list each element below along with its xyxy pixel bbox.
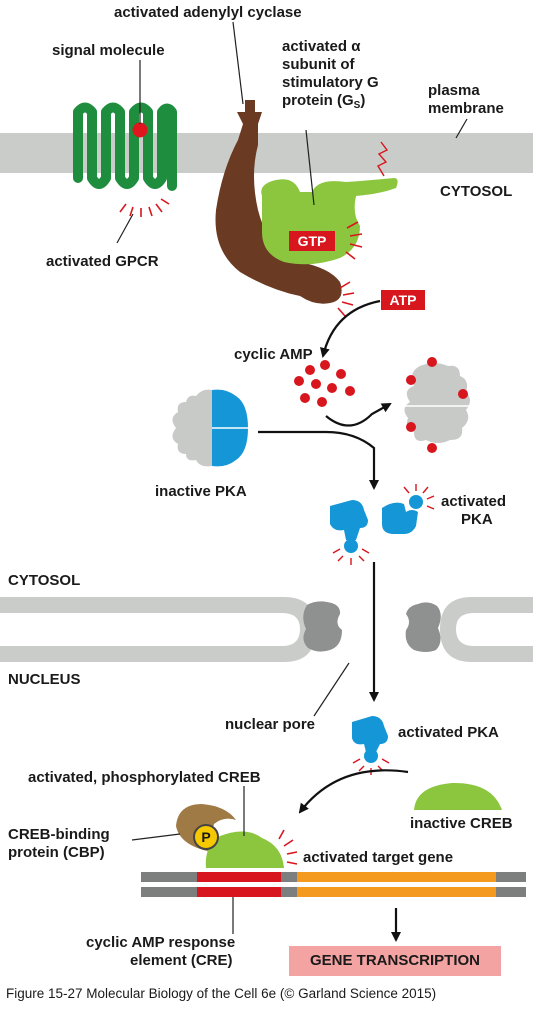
label-activated-alpha-3: stimulatory G [282,74,379,91]
label-activated-phosphorylated-creb: activated, phosphorylated CREB [28,769,261,786]
activated-pka-left-bud [344,539,358,553]
label-activated-gpcr: activated GPCR [46,253,159,270]
label-activated-alpha-end: ) [360,92,366,109]
label-activated-alpha-4-text: protein (G [282,92,354,109]
atp-tag: ATP [381,290,425,310]
label-cytosol-mid: CYTOSOL [8,572,81,589]
creb-activation-arrow [298,769,409,814]
g-alpha-spikes [345,221,363,260]
cyclase-activation-spikes [337,281,355,317]
label-nuclear-pore: nuclear pore [225,716,316,733]
label-activated-pka-nucleus: activated PKA [398,724,499,741]
camp-cluster [294,360,355,407]
figure-caption: Figure 15-27 Molecular Biology of the Ce… [6,986,437,1001]
label-signal-molecule: signal molecule [52,42,165,59]
pka-activation-arrow [258,430,379,490]
label-inactive-pka: inactive PKA [155,483,247,500]
label-nucleus: NUCLEUS [8,671,81,688]
label-membrane: membrane [428,100,504,117]
nucleus-pka [352,716,388,752]
signal-molecule-dot [132,122,148,138]
adenylyl-cyclase [215,112,342,304]
phosphate-badge: P [193,824,219,850]
label-activated-pka-right-1: activated [441,493,507,510]
label-activated-alpha-1: activated α [282,38,361,55]
activated-creb-spikes [278,829,298,865]
bound-camp [406,357,468,453]
nuclear-pore-leader [313,662,350,717]
pka-regulatory-released [404,363,470,443]
regulatory-release-arrow [325,403,392,427]
g-alpha-anchor [377,141,389,177]
target-gene [297,872,496,882]
dna-strands [141,872,526,897]
gtp-tag: GTP [289,231,335,251]
label-cbp-1: CREB-binding [8,826,110,843]
label-cbp-2: protein (CBP) [8,844,105,861]
label-activated-alpha-2: subunit of [282,56,355,73]
pore-complex-left [303,601,342,652]
creb-label-leaders [131,786,245,841]
gpcr-receptor [73,102,177,191]
label-inactive-creb: inactive CREB [410,815,513,832]
label-plasma: plasma [428,82,480,99]
label-activated-target-gene: activated target gene [303,849,454,866]
cre-element [197,872,281,882]
label-activated-alpha-4: protein (GS) [282,92,365,115]
activated-pka-right [382,502,418,534]
nuclear-envelope-right [440,597,533,662]
label-activated-alpha-sub: S [353,100,361,111]
pka-regulatory-inactive [172,389,212,467]
activated-pka-left-spikes [332,548,370,565]
activated-pka-left [330,500,368,540]
nucleus-pka-bud [364,749,378,763]
gene-transcription-box: GENE TRANSCRIPTION [289,946,501,976]
activated-pka-right-spikes [403,484,435,510]
top-leader-lines [116,21,468,244]
atp-to-camp-arrow [320,299,381,358]
nuclear-envelope-left [0,597,316,662]
label-cre-1: cyclic AMP response [86,934,236,951]
inactive-creb [414,782,502,810]
label-cytosol-top: CYTOSOL [440,183,513,200]
gpcr-activation-spikes [119,198,170,217]
g-alpha-subunit [261,178,398,265]
label-cre-2: element (CRE) [130,952,233,969]
label-activated-pka-right-2: PKA [461,511,493,528]
activated-creb [205,831,284,868]
label-activated-adenylyl-cyclase: activated adenylyl cyclase [114,4,302,21]
label-cyclic-amp: cyclic AMP [234,346,313,363]
activated-pka-right-bud [409,495,423,509]
pore-complex-right [405,602,441,652]
